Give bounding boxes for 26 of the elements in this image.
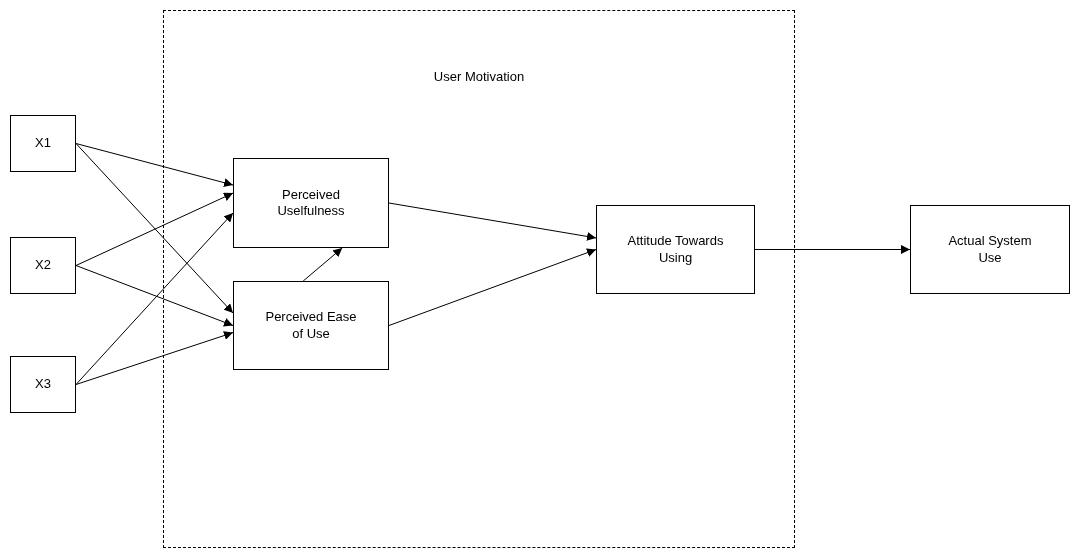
- process-box: [233, 158, 389, 248]
- group-container: [163, 10, 795, 548]
- arrow: [302, 247, 343, 282]
- group-title: User Motivation: [432, 69, 526, 86]
- arrow: [75, 143, 234, 314]
- arrow: [388, 248, 597, 326]
- arrow: [388, 202, 597, 241]
- arrow: [754, 245, 911, 254]
- arrow: [75, 331, 234, 385]
- node-label: X1: [35, 135, 51, 152]
- process-box: [596, 205, 755, 294]
- process-box: [10, 356, 76, 413]
- arrow: [75, 192, 234, 266]
- node-label: Perceived Uselfulness: [276, 186, 346, 220]
- node-label: X3: [35, 376, 51, 393]
- arrow: [75, 212, 234, 385]
- process-box: [233, 281, 389, 370]
- arrow: [75, 265, 234, 327]
- node-label: Perceived Ease of Use: [264, 309, 358, 342]
- arrow: [75, 143, 234, 188]
- node-label: Attitude Towards Using: [627, 233, 724, 266]
- process-box: [10, 115, 76, 172]
- node-label: Actual System Use: [947, 233, 1033, 266]
- process-box: [910, 205, 1070, 294]
- process-box: [10, 237, 76, 294]
- node-label: X2: [35, 257, 51, 274]
